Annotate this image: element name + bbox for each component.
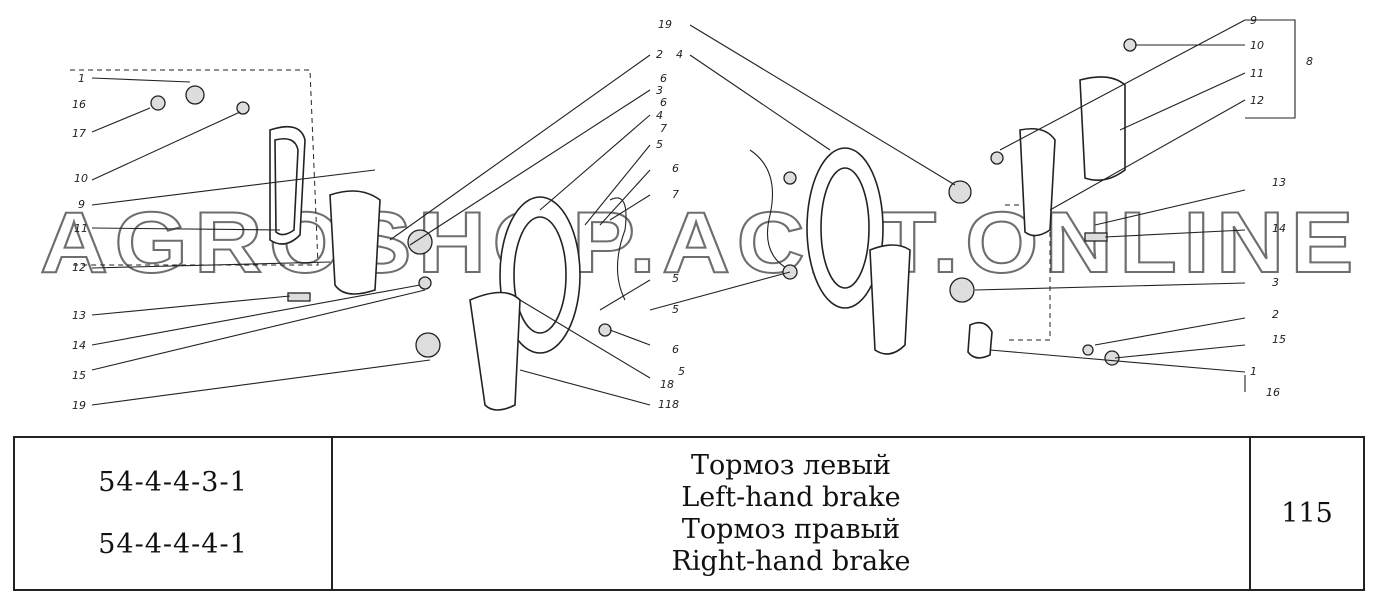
callout-label: 16: [72, 98, 86, 111]
callout-label: 7: [660, 122, 667, 135]
callout-label: 3: [1272, 276, 1279, 289]
center-brake-group: [469, 196, 627, 411]
title-en-right: Right-hand brake: [671, 545, 911, 577]
center-hose: [609, 197, 627, 301]
left-nut-15: [418, 276, 432, 290]
page-number: 115: [1281, 498, 1333, 529]
callout-label: 15: [1272, 333, 1286, 346]
catalog-code-right: 54-4-4-4-1: [98, 528, 248, 560]
right-callouts: 9 10 8 11 12 13 14 3 2 15 1 16: [1250, 14, 1313, 399]
callout-label: 6: [672, 162, 679, 175]
callout-label: 14: [72, 339, 86, 352]
callout-label: 5: [656, 138, 663, 151]
callout-label: 6: [672, 343, 679, 356]
callout-label: 17: [72, 127, 86, 140]
title-ru-right: Тормоз правый: [681, 513, 901, 545]
callout-label: 15: [72, 369, 86, 382]
caption-title-cell: Тормоз левый Left-hand brake Тормоз прав…: [333, 438, 1251, 589]
callout-label: 4: [656, 109, 663, 122]
title-ru-left: Тормоз левый: [691, 449, 891, 481]
center-callouts: 2 3 4 5 6 7 5 6 7 6 5 6 5 18 118: [656, 48, 685, 411]
catalog-codes-cell: 54-4-4-3-1 54-4-4-4-1: [15, 438, 333, 589]
callout-label: 19: [658, 18, 672, 31]
brake-assembly-diagram: AGROSHOP.ACAT.ONLINE: [39, 14, 1360, 412]
left-callouts: 1 16 17 10 9 11 12 13 14 15 19: [72, 72, 88, 412]
far-right-brake-group: [949, 19, 1296, 366]
callout-label: 10: [1250, 39, 1264, 52]
left-shoe-lining: [274, 137, 299, 236]
callout-label: 6: [660, 96, 667, 109]
callout-label: 1: [1250, 365, 1257, 378]
far-right-shoe: [1019, 127, 1056, 237]
left-brake-group: [70, 69, 441, 358]
caption-table: 54-4-4-3-1 54-4-4-4-1 Тормоз левый Left-…: [13, 436, 1365, 591]
callout-label: 3: [656, 84, 663, 97]
callout-label: 5: [672, 303, 679, 316]
callout-label: 16: [1266, 386, 1280, 399]
left-backing-lever: [329, 190, 381, 295]
page-number-cell: 115: [1251, 438, 1363, 589]
callout-label: 10: [74, 172, 88, 185]
callout-label: 2: [656, 48, 663, 61]
watermark: AGROSHOP.ACAT.ONLINE: [40, 195, 1360, 291]
callout-label: 13: [72, 309, 86, 322]
callout-label: 5: [678, 365, 685, 378]
callout-label: 6: [660, 72, 667, 85]
far-right-lining: [1079, 76, 1126, 181]
callout-label: 7: [672, 188, 679, 201]
callout-label: 8: [1306, 55, 1313, 68]
catalog-code-left: 54-4-4-3-1: [98, 467, 248, 499]
left-bolt: [150, 95, 166, 111]
callout-label: 4: [676, 48, 683, 61]
right-hose: [749, 149, 791, 271]
callout-label: 13: [1272, 176, 1286, 189]
left-washer: [236, 101, 250, 115]
callout-label: 11: [1250, 67, 1264, 80]
callout-label: 118: [658, 398, 679, 411]
callout-label: 1: [78, 72, 85, 85]
title-en-left: Left-hand brake: [681, 481, 901, 513]
center-brake-shoe: [469, 291, 521, 411]
callout-label: 11: [74, 222, 88, 235]
left-pin: [185, 85, 205, 105]
callout-label: 5: [672, 272, 679, 285]
callout-label: 14: [1272, 222, 1286, 235]
callout-label: 9: [1250, 14, 1257, 27]
left-cam-19: [415, 332, 441, 358]
callout-label: 12: [72, 261, 86, 274]
right-center-brake-group: [749, 147, 972, 355]
callout-label: 18: [660, 378, 674, 391]
callout-label: 9: [78, 198, 85, 211]
left-adjuster: [407, 229, 433, 255]
right-brake-shoe: [869, 244, 911, 355]
callout-label: 2: [1272, 308, 1279, 321]
left-pin-13: [287, 292, 311, 302]
leader-lines: [91, 19, 1246, 406]
callout-label: 12: [1250, 94, 1264, 107]
callout-label: 19: [72, 399, 86, 412]
far-right-lever: [967, 321, 993, 359]
top-callouts: 19 4: [658, 18, 683, 61]
